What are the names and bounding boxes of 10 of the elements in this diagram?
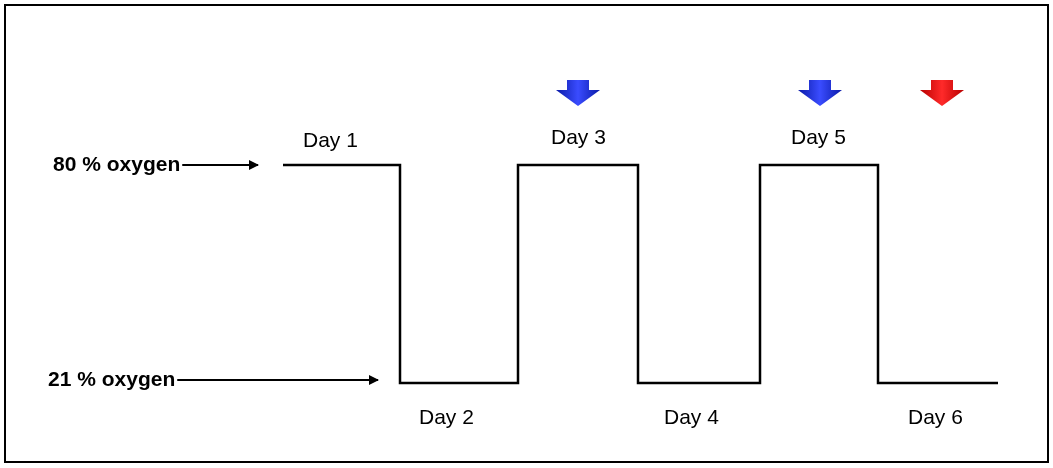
level-label: 21 % oxygen xyxy=(48,367,176,391)
day-label: Day 4 xyxy=(664,405,719,429)
leader-arrow xyxy=(176,375,379,385)
day-label: Day 2 xyxy=(419,405,474,429)
day-label: Day 1 xyxy=(303,128,358,152)
day-label: Day 5 xyxy=(791,125,846,149)
day-label: Day 3 xyxy=(551,125,606,149)
day-label: Day 6 xyxy=(908,405,963,429)
leader-arrow xyxy=(181,160,259,170)
level-label: 80 % oxygen xyxy=(53,152,181,176)
